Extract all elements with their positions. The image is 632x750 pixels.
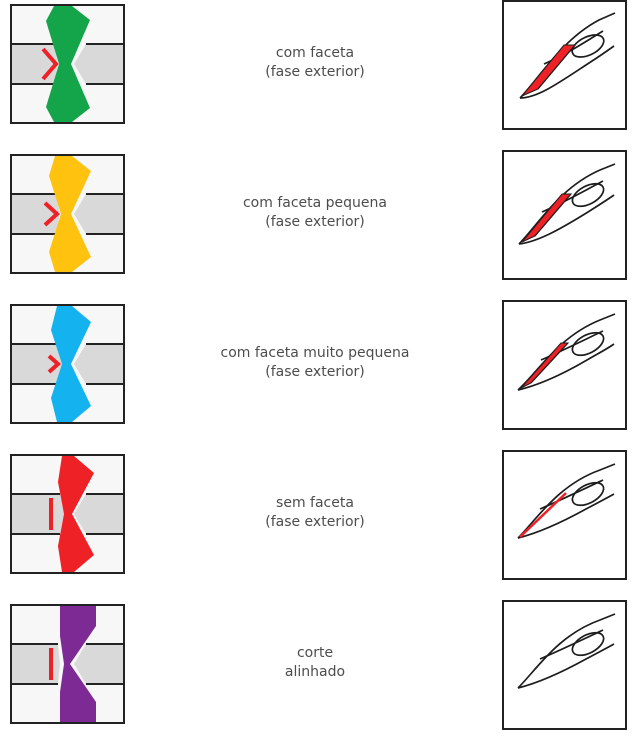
- label-line-2: (fase exterior): [265, 64, 365, 80]
- cutter-tip-illustration: [502, 300, 627, 430]
- label-line-2: (fase exterior): [265, 214, 365, 230]
- cutting-edge-profile-purple: [10, 604, 125, 724]
- row-com-faceta: com faceta (fase exterior): [0, 0, 632, 150]
- label-line-1: com faceta: [275, 45, 355, 61]
- cutter-tip-illustration: [502, 450, 627, 580]
- row-label: com faceta pequena (fase exterior): [180, 194, 450, 232]
- row-com-faceta-pequena: com faceta pequena (fase exterior): [0, 150, 632, 300]
- label-line-1: com faceta muito pequena: [220, 345, 410, 361]
- row-label: com faceta muito pequena (fase exterior): [180, 344, 450, 382]
- label-line-1: com faceta pequena: [242, 195, 387, 211]
- cutting-edge-profile-red: [10, 454, 125, 574]
- cutter-tip-illustration: [502, 0, 627, 130]
- label-line-2: alinhado: [284, 664, 346, 680]
- label-line-2: (fase exterior): [265, 364, 365, 380]
- row-label: com faceta (fase exterior): [180, 44, 450, 82]
- label-line-1: corte: [296, 645, 334, 661]
- label-line-1: sem faceta: [276, 495, 354, 511]
- row-corte-alinhado: corte alinhado: [0, 600, 632, 750]
- row-com-faceta-muito-pequena: com faceta muito pequena (fase exterior): [0, 300, 632, 450]
- row-label: corte alinhado: [180, 644, 450, 682]
- label-line-2: (fase exterior): [265, 514, 365, 530]
- cutting-edge-profile-yellow: [10, 154, 125, 274]
- cutter-tip-illustration: [502, 150, 627, 280]
- cutter-tip-illustration: [502, 600, 627, 730]
- cutting-edge-profile-blue: [10, 304, 125, 424]
- cutting-edge-chart: com faceta (fase exterior): [0, 0, 632, 730]
- row-label: sem faceta (fase exterior): [180, 494, 450, 532]
- cutting-edge-profile-green: [10, 4, 125, 124]
- row-sem-faceta: sem faceta (fase exterior): [0, 450, 632, 600]
